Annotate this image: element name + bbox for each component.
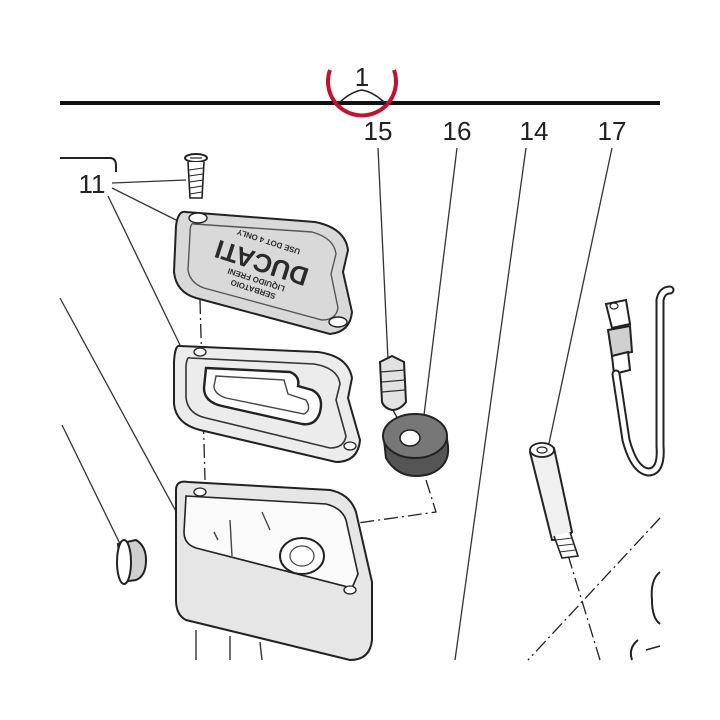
callout-11: 11 bbox=[79, 169, 106, 199]
grommet bbox=[116, 538, 148, 585]
section-number: 1 bbox=[355, 62, 369, 92]
leader-lines bbox=[59, 147, 613, 661]
level-sensor bbox=[604, 285, 675, 477]
sleeve-15 bbox=[378, 354, 408, 412]
callout-16: 16 bbox=[443, 116, 472, 146]
reservoir-gasket bbox=[173, 344, 362, 464]
callout-14: 14 bbox=[520, 116, 549, 146]
marker-brace bbox=[337, 89, 387, 105]
section-marker: 1 bbox=[326, 62, 398, 118]
marker-ring bbox=[326, 69, 398, 118]
bracket-fragment bbox=[60, 157, 117, 172]
reservoir-body bbox=[175, 480, 373, 662]
reservoir-cover: DUCATI SERBATOIO LIQUIDO FRENI USE DOT 4… bbox=[172, 210, 354, 336]
callout-17: 17 bbox=[598, 116, 627, 146]
callout-15: 15 bbox=[364, 116, 393, 146]
caliper-fragment bbox=[629, 571, 661, 661]
cover-screw bbox=[184, 153, 208, 199]
bolt-17 bbox=[528, 442, 580, 559]
cap-16 bbox=[382, 413, 450, 477]
